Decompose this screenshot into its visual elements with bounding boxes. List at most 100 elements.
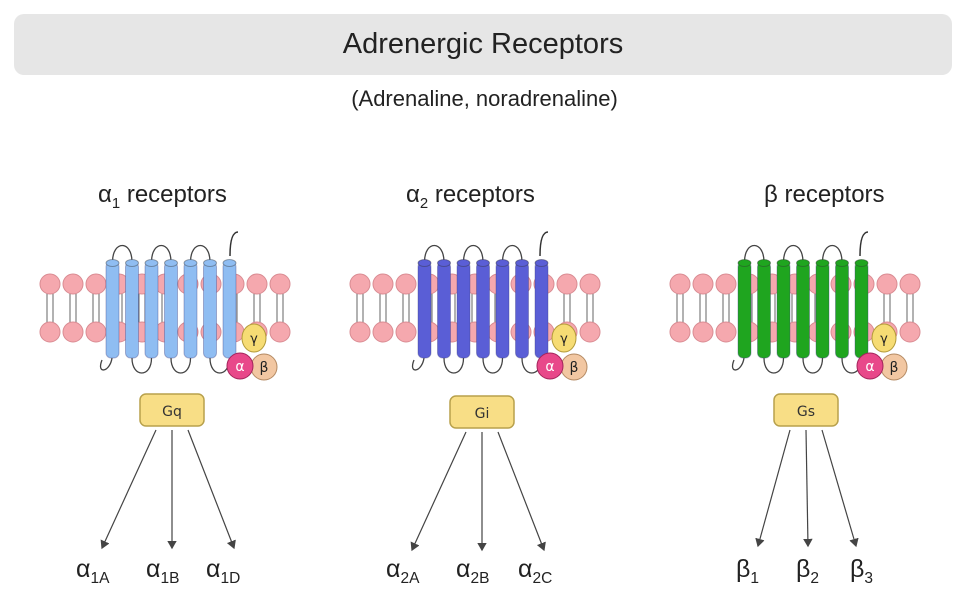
transmembrane-helix <box>456 261 471 359</box>
transmembrane-helix <box>835 261 849 359</box>
alpha-subunit-label: α <box>545 359 554 375</box>
lipid-head <box>395 273 417 295</box>
subtype-alpha2c: α2C <box>518 555 553 587</box>
diagram-title: Adrenergic Receptors <box>342 28 624 60</box>
beta-panel: γβα Gs <box>669 231 921 548</box>
g-protein-label: Gs <box>797 404 815 420</box>
transmembrane-helix <box>437 261 451 359</box>
gamma-subunit-label: γ <box>880 332 888 347</box>
subtype-alpha2a: α2A <box>386 555 420 587</box>
beta-receptors-label: β receptors <box>764 181 885 208</box>
subtype-beta2: β2 <box>796 555 820 587</box>
transmembrane-helix <box>417 261 432 359</box>
alpha-subunit-label: α <box>865 359 874 375</box>
beta-subunit-label: β <box>260 360 269 376</box>
subtype-alpha1d: α1D <box>206 555 241 587</box>
helix-top <box>534 259 549 267</box>
c-terminus-tail <box>229 231 239 257</box>
alpha2-receptors-label: α2 receptors <box>406 181 535 212</box>
receptor-helices-beta <box>731 244 869 374</box>
lipid-head <box>85 321 107 343</box>
transmembrane-helix <box>125 261 139 359</box>
transmembrane-helix <box>534 261 549 359</box>
lipid-head <box>62 273 84 295</box>
beta-subunit: β <box>250 353 278 381</box>
gamma-subunit-label: γ <box>560 332 568 347</box>
lipid-head <box>669 273 691 295</box>
alpha1-panel: γβα Gq <box>39 231 291 550</box>
lipid-head <box>85 273 107 295</box>
g-protein-label: Gi <box>475 406 490 422</box>
helix-loop <box>423 244 543 374</box>
helix-loop <box>111 244 231 374</box>
g-protein-box <box>139 393 205 427</box>
helix-top <box>757 259 771 267</box>
helix-top <box>456 259 471 267</box>
transmembrane-helix <box>815 261 830 359</box>
lipid-head <box>692 321 714 343</box>
lipid-head <box>349 273 371 295</box>
alpha1-receptors-label: α1 receptors <box>98 181 227 212</box>
helix-top <box>144 259 159 267</box>
transmembrane-helix <box>796 261 810 359</box>
helix-loop <box>731 357 745 371</box>
transmembrane-helix <box>222 261 237 359</box>
helix-top <box>476 259 490 267</box>
helix-top <box>495 259 510 267</box>
transmembrane-helix <box>164 261 178 359</box>
helix-top <box>417 259 432 267</box>
transmembrane-helix <box>203 261 217 359</box>
arrow-beta1 <box>755 429 791 548</box>
lipid-head <box>62 321 84 343</box>
g-protein-box <box>449 395 515 429</box>
lipid-head <box>899 321 921 343</box>
lipid-head <box>246 273 268 295</box>
helix-loop <box>99 357 113 371</box>
lipid-head <box>269 273 291 295</box>
diagram-subtitle: (Adrenaline, noradrenaline) <box>351 86 618 111</box>
gamma-subunit-label: γ <box>250 332 258 347</box>
subtype-alpha1a: α1A <box>76 555 110 587</box>
alpha-subunit: α <box>226 352 254 380</box>
helix-top <box>776 259 791 267</box>
helix-top <box>854 259 869 267</box>
transmembrane-helix <box>183 261 198 359</box>
lipid-head <box>269 321 291 343</box>
helix-loop <box>411 357 425 371</box>
transmembrane-helix <box>144 261 159 359</box>
helix-top <box>437 259 451 267</box>
helix-top <box>125 259 139 267</box>
arrow-alpha2c <box>497 431 546 552</box>
lipid-head <box>372 321 394 343</box>
subtype-alpha2b: α2B <box>456 555 490 587</box>
lipid-head <box>876 273 898 295</box>
lipid-head <box>349 321 371 343</box>
g-protein-complex: γβα <box>536 323 588 381</box>
lipid-head <box>372 273 394 295</box>
transmembrane-helix <box>854 261 869 359</box>
helix-top <box>222 259 237 267</box>
arrow-beta2 <box>803 429 813 548</box>
transmembrane-helix <box>776 261 791 359</box>
lipid-head <box>899 273 921 295</box>
beta-subunit: β <box>560 353 588 381</box>
lipid-head <box>669 321 691 343</box>
helix-top <box>815 259 830 267</box>
lipid-head <box>556 273 578 295</box>
alpha-subunit: α <box>856 352 884 380</box>
transmembrane-helix <box>515 261 529 359</box>
title-bar: Adrenergic Receptors <box>14 14 952 75</box>
lipid-head <box>39 273 61 295</box>
g-protein-label: Gq <box>162 404 182 420</box>
lipid-head <box>715 273 737 295</box>
helix-top <box>515 259 529 267</box>
transmembrane-helix <box>105 261 120 359</box>
helix-loop <box>743 244 863 374</box>
helix-top <box>835 259 849 267</box>
lipid-head <box>579 321 601 343</box>
lipid-head <box>39 321 61 343</box>
beta-subunit-label: β <box>570 360 579 376</box>
transmembrane-helix <box>495 261 510 359</box>
subtype-alpha1b: α1B <box>146 555 180 587</box>
